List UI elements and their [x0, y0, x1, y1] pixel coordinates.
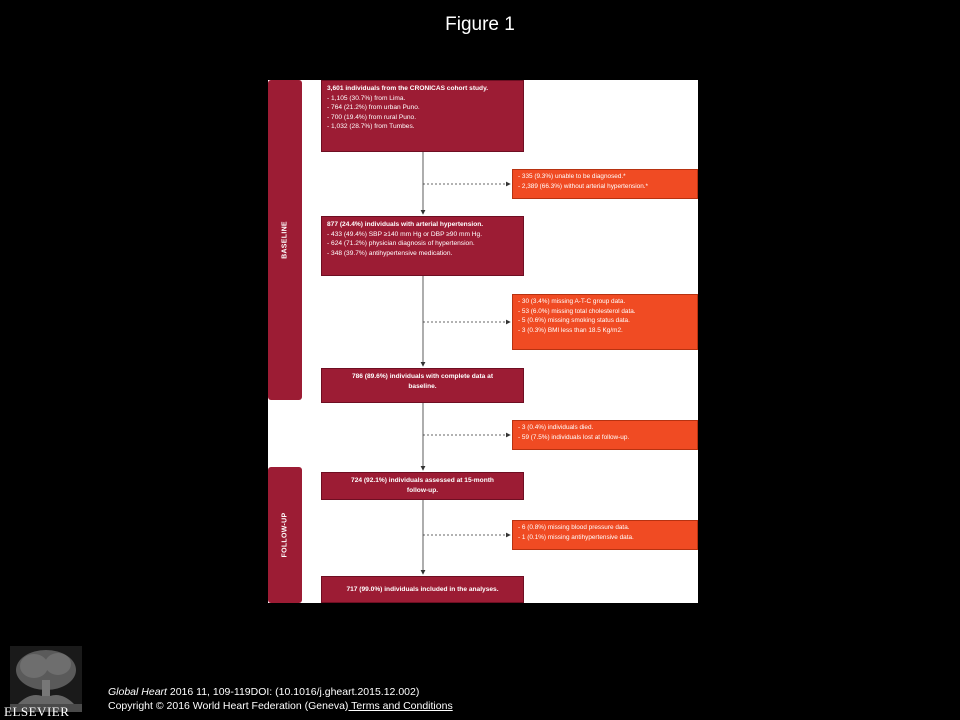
exclusion-line: - 59 (7.5%) individuals lost at follow-u…: [518, 433, 630, 441]
hypertension-line: - 433 (49.4%) SBP ≥140 mm Hg or DBP ≥90 …: [327, 230, 483, 238]
terms-link[interactable]: Terms and Conditions: [348, 700, 453, 712]
followup-phase-label: FOLLOW-UP: [281, 512, 289, 558]
journal-name: Global Heart: [108, 686, 167, 698]
elsevier-tree-logo: [10, 646, 82, 712]
analyses-box: 717 (99.0%) individuals included in the …: [321, 576, 524, 603]
exclusion-line: - 2,389 (66.3%) without arterial hyperte…: [518, 182, 649, 190]
hypertension-header: 877 (24.4%) individuals with arterial hy…: [327, 221, 484, 228]
exclusion-box-3: - 3 (0.4%) individuals died. - 59 (7.5%)…: [512, 420, 698, 450]
baseline-phase-label: BASELINE: [281, 221, 289, 259]
hypertension-line: - 624 (71.2%) physician diagnosis of hyp…: [327, 240, 475, 248]
cohort-line: - 764 (21.2%) from urban Puno.: [327, 104, 420, 112]
exclusion-box-1: - 335 (9.3%) unable to be diagnosed.* - …: [512, 169, 698, 199]
exclusion-box-4: - 6 (0.8%) missing blood pressure data. …: [512, 520, 698, 550]
exclusion-line: - 30 (3.4%) missing A-T-C group data.: [518, 298, 626, 305]
cohort-line: - 1,105 (30.7%) from Lima.: [327, 94, 406, 102]
cohort-box: 3,601 individuals from the CRONICAS coho…: [321, 80, 524, 152]
figure-title: Figure 1: [445, 14, 515, 35]
followup-phase-bar: FOLLOW-UP: [268, 467, 302, 603]
exclusion-line: - 3 (0.3%) BMI less than 18.5 Kg/m2.: [518, 326, 623, 334]
flow-diagram: BASELINE FOLLOW-UP 3,601 individuals fro…: [268, 80, 698, 603]
hypertension-line: - 348 (39.7%) antihypertensive medicatio…: [327, 249, 453, 257]
cohort-line: - 700 (19.4%) from rural Puno.: [327, 113, 417, 121]
exclusion-line: - 53 (6.0%) missing total cholesterol da…: [518, 307, 636, 315]
followup-line: follow-up.: [406, 486, 439, 494]
baseline-phase-bar: BASELINE: [268, 80, 302, 400]
elsevier-wordmark: ELSEVIER: [4, 704, 70, 719]
cohort-line: - 1,032 (28.7%) from Tumbes.: [327, 123, 415, 131]
exclusion-line: - 3 (0.4%) individuals died.: [518, 424, 594, 431]
citation-text: 2016 11, 109-119DOI: (10.1016/j.gheart.2…: [166, 686, 420, 698]
exclusion-line: - 1 (0.1%) missing antihypertensive data…: [518, 533, 634, 541]
followup-line: 724 (92.1%) individuals assessed at 15-m…: [351, 477, 494, 484]
exclusion-line: - 6 (0.8%) missing blood pressure data.: [518, 524, 630, 531]
hypertension-box: 877 (24.4%) individuals with arterial hy…: [321, 216, 524, 276]
citation-line: Global Heart 2016 11, 109-119DOI: (10.10…: [108, 686, 419, 699]
analyses-header: 717 (99.0%) individuals included in the …: [346, 586, 499, 593]
exclusion-line: - 335 (9.3%) unable to be diagnosed.*: [518, 173, 626, 180]
connector-lines: [420, 152, 511, 575]
followup-box: 724 (92.1%) individuals assessed at 15-m…: [321, 472, 524, 500]
complete-data-line: 786 (89.6%) individuals with complete da…: [351, 373, 494, 380]
complete-data-box: 786 (89.6%) individuals with complete da…: [321, 368, 524, 403]
copyright-text: Copyright © 2016 World Heart Federation …: [108, 700, 349, 712]
exclusion-line: - 5 (0.6%) missing smoking status data.: [518, 317, 630, 325]
exclusion-box-2: - 30 (3.4%) missing A-T-C group data. - …: [512, 294, 698, 350]
complete-data-line: baseline.: [408, 382, 437, 390]
cohort-header: 3,601 individuals from the CRONICAS coho…: [327, 85, 489, 92]
copyright-line: Copyright © 2016 World Heart Federation …: [108, 700, 453, 713]
